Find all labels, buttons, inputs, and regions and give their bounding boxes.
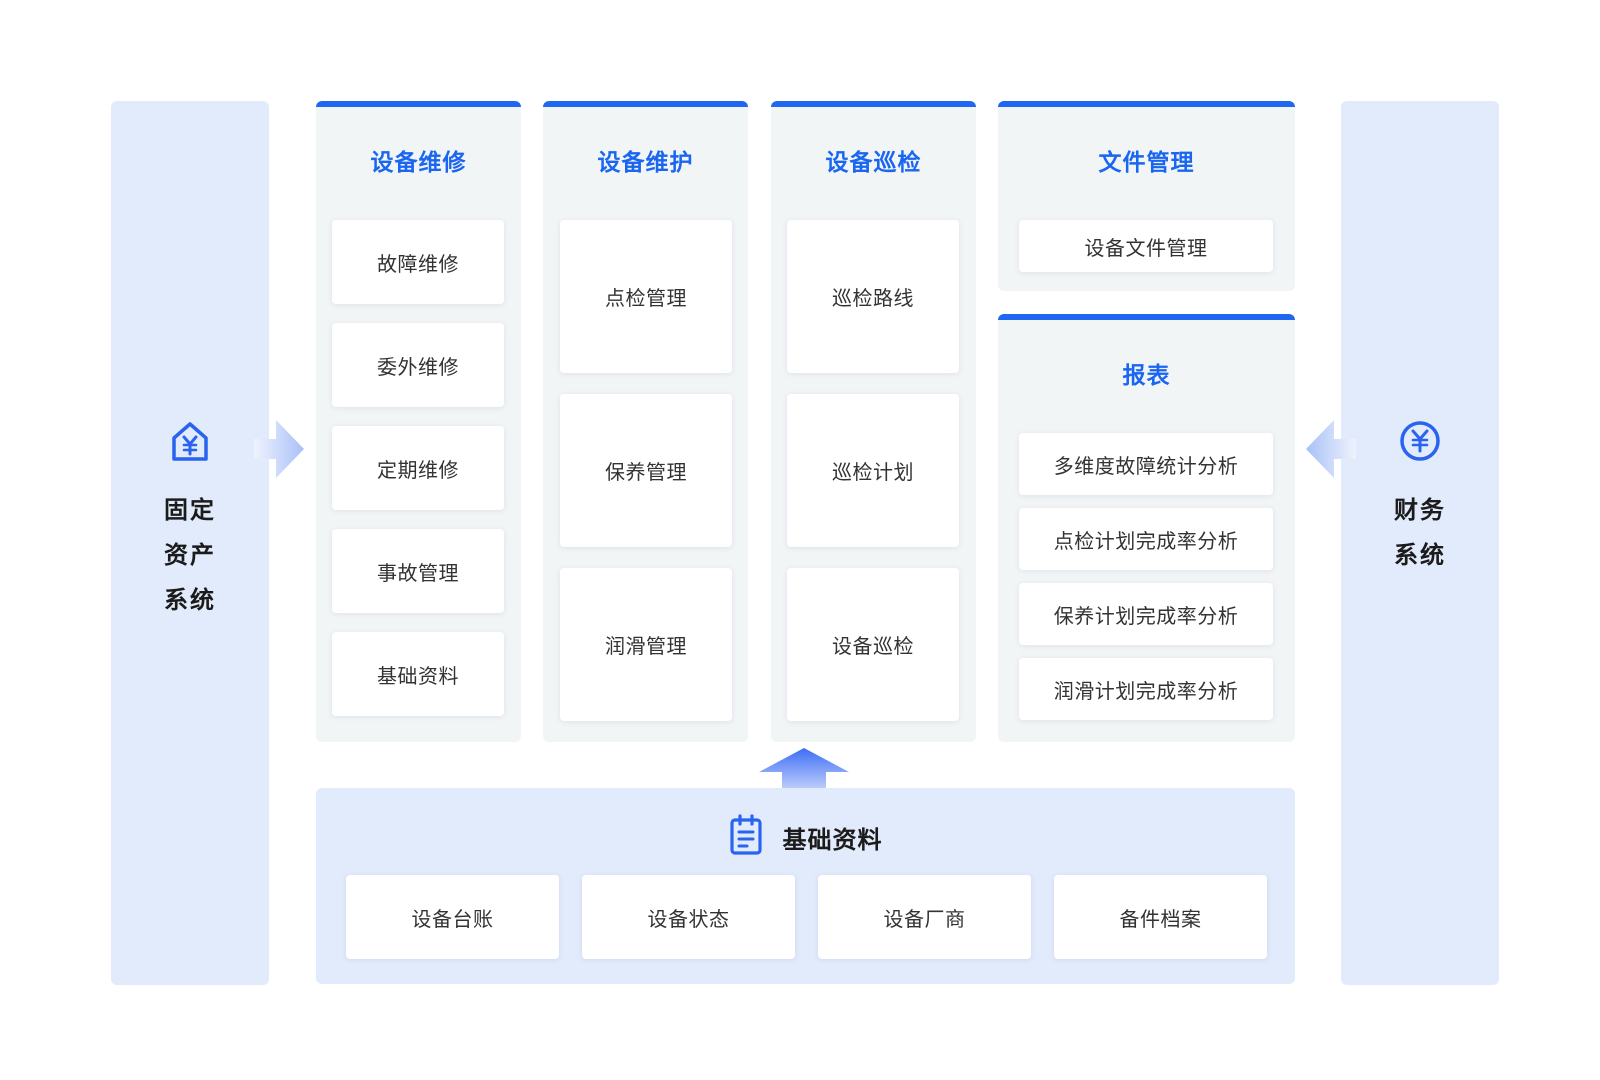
item-equipment-manufacturer[interactable]: 设备厂商 (818, 875, 1031, 959)
item-inspection-route[interactable]: 巡检路线 (787, 220, 959, 373)
item-periodic-repair[interactable]: 定期维修 (332, 426, 504, 510)
arrow-right-icon (254, 420, 304, 478)
fixed-asset-system-panel: 固定 资产 系统 (111, 101, 269, 985)
finance-system-label: 财务 系统 (1341, 488, 1499, 578)
base-data-header: 基础资料 (316, 814, 1295, 860)
module-title: 设备巡检 (825, 150, 922, 176)
item-upkeep-completion-analysis[interactable]: 保养计划完成率分析 (1019, 583, 1273, 645)
arrow-left-icon (1306, 420, 1356, 478)
item-inspection-plan[interactable]: 巡检计划 (787, 394, 959, 547)
label-line: 资产 (164, 541, 216, 569)
module-equipment-maintenance: 设备维护 点检管理 保养管理 润滑管理 (543, 101, 748, 742)
module-reports: 报表 多维度故障统计分析 点检计划完成率分析 保养计划完成率分析 润滑计划完成率… (998, 314, 1295, 742)
item-upkeep-management[interactable]: 保养管理 (560, 394, 732, 547)
item-equipment-inspection[interactable]: 设备巡检 (787, 568, 959, 721)
item-equipment-status[interactable]: 设备状态 (582, 875, 795, 959)
item-equipment-file-management[interactable]: 设备文件管理 (1019, 220, 1273, 272)
base-data-title: 基础资料 (782, 825, 883, 854)
house-yen-icon (111, 419, 269, 463)
label-line: 系统 (164, 586, 216, 614)
module-equipment-inspection: 设备巡检 巡检路线 巡检计划 设备巡检 (771, 101, 976, 742)
module-title: 设备维护 (597, 150, 694, 176)
yen-circle-icon (1341, 419, 1499, 463)
item-spot-check-management[interactable]: 点检管理 (560, 220, 732, 373)
item-lubrication-completion-analysis[interactable]: 润滑计划完成率分析 (1019, 658, 1273, 720)
fixed-asset-system-label: 固定 资产 系统 (111, 488, 269, 623)
item-accident-management[interactable]: 事故管理 (332, 529, 504, 613)
item-spot-check-completion-analysis[interactable]: 点检计划完成率分析 (1019, 508, 1273, 570)
item-equipment-ledger[interactable]: 设备台账 (346, 875, 559, 959)
label-line: 系统 (1394, 541, 1446, 569)
item-fault-statistics-analysis[interactable]: 多维度故障统计分析 (1019, 433, 1273, 495)
item-spare-parts-archive[interactable]: 备件档案 (1054, 875, 1267, 959)
arrow-up-icon (759, 748, 849, 802)
module-equipment-repair: 设备维修 故障维修 委外维修 定期维修 事故管理 基础资料 (316, 101, 521, 742)
label-line: 财务 (1394, 496, 1446, 524)
module-title: 文件管理 (1098, 150, 1195, 176)
clipboard-list-icon (729, 814, 763, 860)
base-data-panel: 基础资料 设备台账 设备状态 设备厂商 备件档案 (316, 788, 1295, 984)
item-lubrication-management[interactable]: 润滑管理 (560, 568, 732, 721)
module-title: 设备维修 (370, 150, 467, 176)
module-file-management: 文件管理 设备文件管理 (998, 101, 1295, 291)
module-title: 报表 (1122, 363, 1171, 389)
item-base-data[interactable]: 基础资料 (332, 632, 504, 716)
finance-system-panel: 财务 系统 (1341, 101, 1499, 985)
item-outsourced-repair[interactable]: 委外维修 (332, 323, 504, 407)
item-fault-repair[interactable]: 故障维修 (332, 220, 504, 304)
label-line: 固定 (164, 496, 216, 524)
